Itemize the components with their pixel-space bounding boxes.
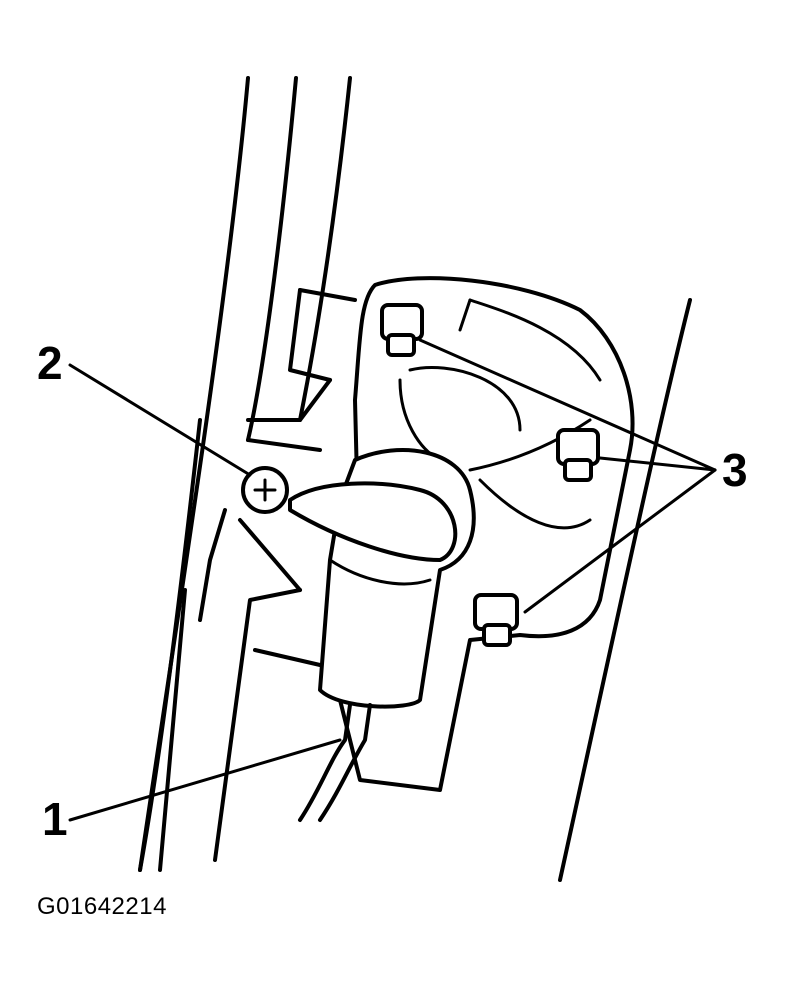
bracket-nut-top xyxy=(380,303,424,357)
figure-code: G01642214 xyxy=(37,893,167,920)
wire-harness xyxy=(298,703,372,822)
leader-line-3b xyxy=(598,456,717,472)
callout-1: 1 xyxy=(42,793,68,845)
door-frame xyxy=(138,76,692,882)
leader-lines xyxy=(68,338,717,822)
bracket-nut-middle xyxy=(556,428,600,482)
callout-3: 3 xyxy=(722,444,748,496)
leader-line-1 xyxy=(68,738,342,822)
leader-line-2 xyxy=(68,363,252,477)
leader-line-3a xyxy=(418,338,717,472)
callout-2: 2 xyxy=(37,337,63,389)
leader-line-3c xyxy=(523,468,717,614)
bracket-nut-bottom xyxy=(473,593,519,647)
sensor-screw xyxy=(241,466,289,514)
